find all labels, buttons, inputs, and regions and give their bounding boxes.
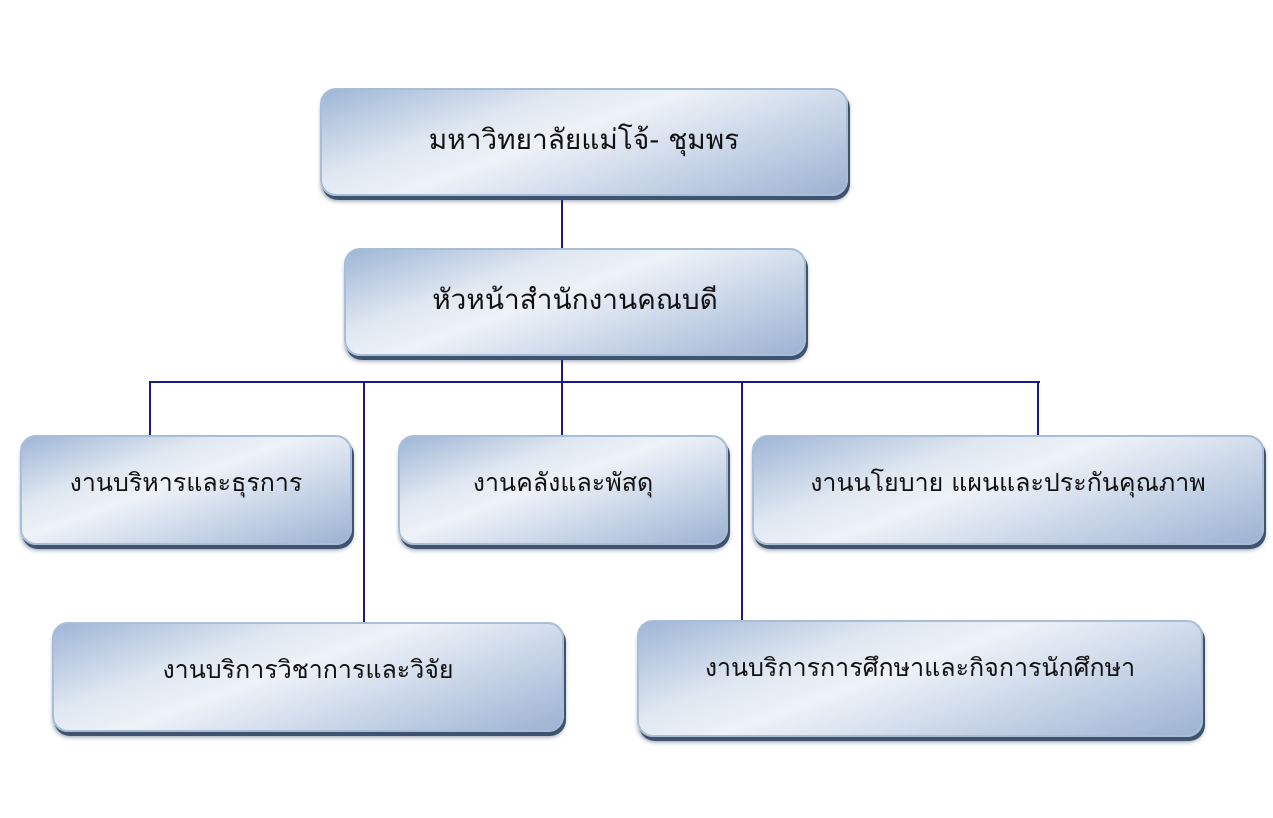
- unit-node-policy: งานนโยบาย แผนและประกันคุณภาพ: [752, 435, 1264, 545]
- unit-label: งานบริการวิชาการและวิจัย: [162, 655, 454, 684]
- head-node: หัวหน้าสำนักงานคณบดี: [344, 248, 806, 356]
- unit-label: งานคลังและพัสดุ: [472, 468, 654, 497]
- unit-node-admin: งานบริหารและธุรการ: [20, 435, 352, 545]
- connector-unit-5: [741, 381, 743, 621]
- connector-bus: [150, 381, 1040, 383]
- unit-node-finance: งานคลังและพัสดุ: [398, 435, 728, 545]
- unit-node-student-affairs: งานบริการการศึกษาและกิจการนักศึกษา: [637, 620, 1203, 737]
- connector-head-bus: [561, 356, 563, 436]
- head-label: หัวหน้าสำนักงานคณบดี: [432, 283, 718, 316]
- connector-unit-1: [149, 381, 151, 436]
- connector-root-head: [561, 196, 563, 249]
- connector-unit-4: [363, 381, 365, 623]
- root-node: มหาวิทยาลัยแม่โจ้- ชุมพร: [320, 88, 848, 196]
- unit-label: งานบริการการศึกษาและกิจการนักศึกษา: [704, 653, 1136, 682]
- connector-unit-3: [1037, 381, 1039, 436]
- unit-label: งานนโยบาย แผนและประกันคุณภาพ: [810, 468, 1206, 497]
- root-label: มหาวิทยาลัยแม่โจ้- ชุมพร: [428, 123, 740, 156]
- unit-label: งานบริหารและธุรการ: [69, 468, 303, 497]
- unit-node-academic-service: งานบริการวิชาการและวิจัย: [52, 622, 564, 732]
